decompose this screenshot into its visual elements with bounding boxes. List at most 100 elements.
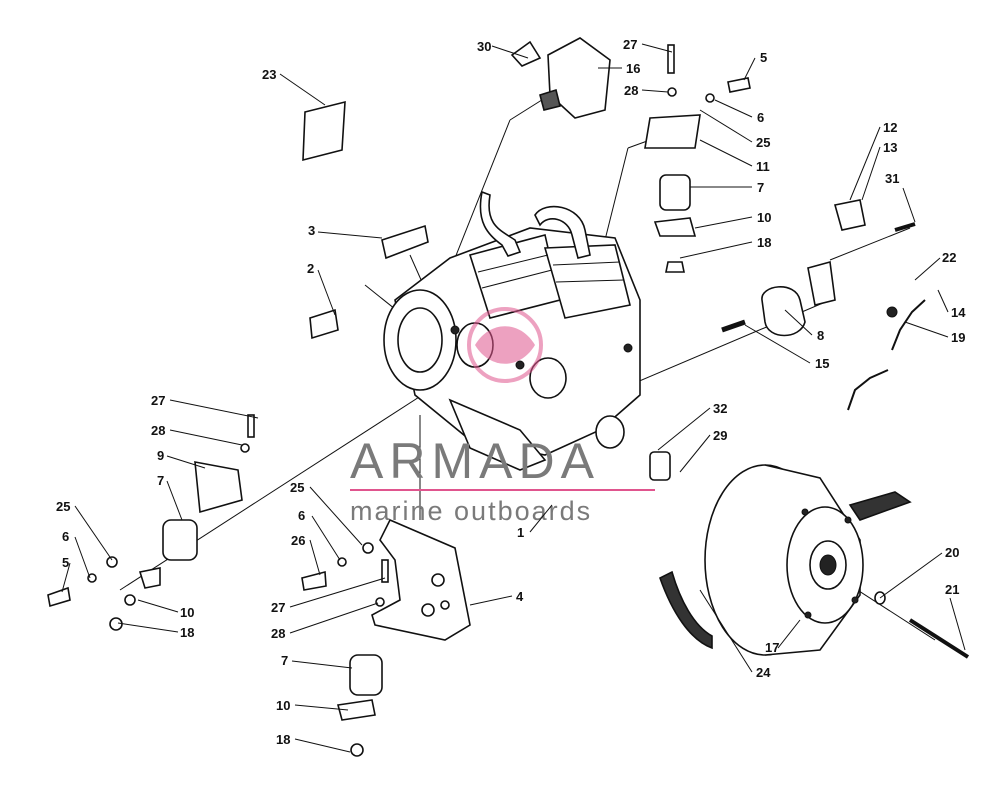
part-number-label: 18 — [276, 732, 290, 747]
part-number-label: 14 — [951, 305, 966, 320]
part-number-label: 27 — [271, 600, 285, 615]
part-number-label: 29 — [713, 428, 727, 443]
callout-c27c: 27 — [271, 577, 386, 615]
leader-line — [529, 504, 553, 533]
leader-line — [291, 660, 353, 669]
leader-line — [279, 73, 326, 106]
part-number-label: 24 — [756, 665, 771, 680]
leader-line — [166, 455, 206, 469]
callout-c17: 17 — [765, 619, 801, 655]
callout-c18b: 18 — [117, 622, 194, 640]
callout-c10b: 10 — [137, 599, 194, 620]
part-number-label: 18 — [180, 625, 194, 640]
part-number-label: 7 — [757, 180, 764, 195]
leader-line — [469, 595, 513, 606]
callout-c1: 1 — [517, 504, 553, 540]
callout-c6a: 6 — [714, 99, 764, 125]
leader-line — [317, 269, 336, 316]
part-number-label: 13 — [883, 140, 897, 155]
leader-line — [289, 577, 386, 608]
callout-c5b: 5 — [61, 555, 71, 593]
callout-c7a: 7 — [690, 180, 764, 195]
callout-c30: 30 — [477, 39, 529, 59]
callout-c9: 9 — [157, 448, 206, 469]
part-number-label: 6 — [62, 529, 69, 544]
leader-line — [137, 599, 179, 613]
leader-line — [117, 622, 179, 633]
part-number-label: 2 — [307, 261, 314, 276]
callout-c5a: 5 — [743, 50, 767, 81]
leader-line — [743, 57, 756, 81]
callout-c10a: 10 — [694, 210, 771, 229]
part-number-label: 4 — [516, 589, 524, 604]
leader-line — [784, 309, 813, 336]
watermark-brand: ARMADA — [350, 433, 600, 489]
part-number-label: 20 — [945, 545, 959, 560]
callout-c14: 14 — [937, 289, 966, 320]
callout-c28b: 28 — [151, 423, 243, 446]
callout-c25c: 25 — [56, 499, 113, 561]
drive-clutch — [704, 464, 970, 659]
leader-line — [166, 480, 183, 521]
leader-line — [74, 536, 91, 579]
part-number-label: 10 — [180, 605, 194, 620]
part-number-label: 25 — [290, 480, 304, 495]
callout-c24: 24 — [699, 589, 771, 680]
leader-line — [679, 434, 711, 473]
leader-line — [699, 589, 753, 673]
callout-c2: 2 — [307, 261, 336, 316]
part-number-label: 27 — [623, 37, 637, 52]
part-number-label: 5 — [62, 555, 69, 570]
small-parts — [47, 37, 926, 757]
leader-line — [491, 45, 529, 59]
part-number-label: 18 — [757, 235, 771, 250]
part-number-label: 28 — [271, 626, 285, 641]
leader-line — [294, 704, 349, 711]
part-number-label: 22 — [942, 250, 956, 265]
part-number-label: 15 — [815, 356, 829, 371]
leader-line — [61, 562, 71, 593]
callout-c25a: 25 — [699, 109, 770, 150]
part-number-label: 32 — [713, 401, 727, 416]
part-number-label: 1 — [517, 525, 524, 540]
callout-c4: 4 — [469, 589, 524, 606]
callout-c6c: 6 — [62, 529, 91, 579]
part-number-label: 25 — [56, 499, 70, 514]
callout-c19: 19 — [904, 321, 965, 345]
callout-c32: 32 — [657, 401, 727, 451]
callout-c6b: 6 — [298, 508, 341, 561]
part-number-label: 10 — [276, 698, 290, 713]
callout-c20: 20 — [879, 545, 959, 599]
watermark-tagline: marine outboards — [350, 496, 592, 526]
leader-line — [641, 89, 669, 93]
part-number-label: 31 — [885, 171, 899, 186]
callout-c11: 11 — [699, 139, 770, 174]
part-number-label: 21 — [945, 582, 959, 597]
part-number-label: 26 — [291, 533, 305, 548]
callout-c25b: 25 — [290, 480, 363, 546]
leader-line — [902, 187, 916, 223]
leader-line — [679, 241, 753, 259]
bracket-4 — [371, 518, 471, 641]
watermark-emblem — [467, 307, 543, 383]
part-number-label: 19 — [951, 330, 965, 345]
leader-line — [309, 486, 363, 546]
part-number-label: 6 — [757, 110, 764, 125]
part-number-label: 7 — [281, 653, 288, 668]
part-number-label: 8 — [817, 328, 824, 343]
watermark-logo: ARMADA marine outboards — [350, 307, 655, 526]
leader-line — [861, 146, 881, 201]
part-number-label: 28 — [151, 423, 165, 438]
callout-c27b: 27 — [151, 393, 259, 419]
leader-line — [699, 139, 753, 167]
callout-c18a: 18 — [679, 235, 771, 259]
leader-line — [914, 257, 941, 281]
part-number-label: 6 — [298, 508, 305, 523]
leader-line — [849, 126, 881, 201]
callout-c7b: 7 — [157, 473, 183, 521]
leader-line — [937, 289, 949, 313]
leader-line — [904, 321, 949, 338]
leader-line — [294, 738, 351, 753]
drive-belt — [659, 491, 912, 650]
